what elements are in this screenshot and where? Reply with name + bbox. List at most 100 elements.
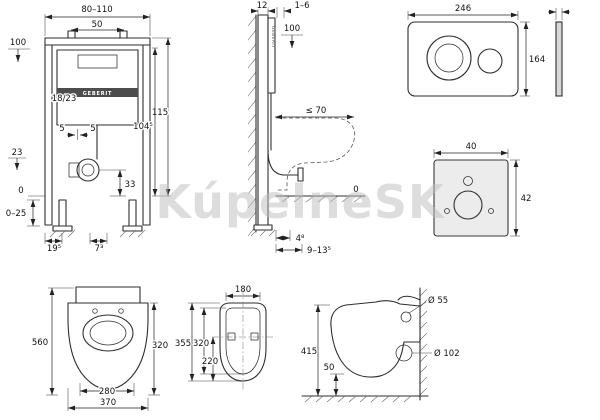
dim-wc-width: 370 (67, 388, 149, 411)
flush-plate-view: 246 164 (407, 3, 570, 97)
outlet-bend-inner (81, 163, 95, 177)
dim-label-anchor-spacing: 50 (92, 20, 103, 30)
flush-button-large (426, 35, 472, 81)
dim-label-wc-inner-width: 280 (99, 387, 115, 397)
dim-bottom-range: 9–13⁵ (275, 244, 332, 257)
dim-label-rim-height: 415 (301, 347, 317, 357)
dim-label-seat-a: 355 (175, 339, 191, 349)
frame-rail-right (142, 44, 151, 226)
dim-label-wc-width: 370 (100, 398, 116, 408)
dim-seat-length-a: 355 (174, 302, 240, 382)
dim-plate-width: 246 (407, 3, 519, 20)
wc-lid-side (397, 295, 421, 301)
dim-rim-height: 415 (300, 304, 330, 396)
dim-frame-width-range: 80–110 (44, 4, 151, 36)
dim-label-width-range: 80–110 (81, 5, 112, 15)
pad-inlet-hole (463, 176, 473, 186)
wall-hatch-wc (419, 288, 428, 396)
pad-bolt-hole-right (488, 208, 494, 214)
dim-outlet-distance: 4⁸ (275, 230, 306, 245)
frame-structure: GEBERIT (44, 30, 151, 232)
foot-left (58, 199, 67, 227)
dim-label-seat-b: 320 (193, 339, 209, 349)
outlet-pipe-side (267, 149, 299, 176)
outlet-bend (76, 158, 100, 182)
dim-label-frame-height: 104⁵ (133, 122, 153, 132)
seat-hinge-right (118, 308, 124, 314)
wc-rim-outer (82, 314, 134, 352)
dim-label-ref-height: 100 (10, 38, 26, 48)
dim-label-foot-a: 19⁵ (47, 244, 61, 254)
dim-floor-level-front: 0 (17, 185, 45, 197)
fixing-hole-right (250, 332, 259, 341)
dim-seat-length-c: 220 (201, 337, 219, 381)
brand-label-side: GEBERIT (270, 26, 276, 48)
watermark: KúpelneSK (155, 175, 446, 229)
dim-outlet-height: 33 (99, 169, 137, 197)
wc-tank-cover (75, 286, 141, 304)
dim-label-outlet-diameter: Ø 102 (434, 348, 460, 359)
dim-pad-width: 40 (433, 141, 509, 158)
pad-outlet-hole (453, 190, 483, 220)
seat-hinge-left (92, 308, 98, 314)
dim-label-foot-adjust: 0–25 (6, 209, 26, 219)
dim-wc-depth: ≤ 70 (275, 105, 354, 120)
flush-button-large-inner (434, 43, 464, 73)
dim-outlet-offset: 23 (8, 147, 26, 170)
dim-label-floor-zero-side: 0 (353, 185, 358, 195)
dim-ref-height-side: 100 (281, 23, 303, 48)
dim-label-outlet-height: 33 (125, 180, 136, 190)
frame-front-view: 80–110 50 100 GEBERIT (4, 4, 171, 255)
dim-label-ref-height-side: 100 (284, 24, 300, 34)
outlet-cap (297, 167, 304, 182)
dim-label-wc-depth: ≤ 70 (306, 106, 327, 116)
dim-label-wc-height: 560 (32, 338, 48, 348)
dim-foot-b: 7³ (89, 233, 108, 255)
dim-label-clearance: 50 (324, 363, 335, 373)
dim-ref-height-front: 100 (8, 37, 30, 62)
dim-outlet-diameter: Ø 102 (412, 347, 461, 360)
dim-label-pad-width: 40 (466, 142, 477, 152)
wc-side-view: Ø 55 Ø 102 415 50 (300, 287, 461, 403)
flush-button-small (477, 48, 503, 74)
wc-front-view: 560 320 280 370 (31, 286, 169, 411)
dim-label-bottom-a: 4⁸ (296, 234, 305, 244)
dim-plate-thickness (548, 8, 570, 20)
dim-label-bottom-b: 9–13⁵ (307, 246, 331, 256)
base-hatch-side (250, 229, 276, 237)
dim-label-profile-depth: 12 (257, 1, 268, 11)
dim-label-wc-depth: 320 (152, 341, 168, 351)
dim-frame-height: 104⁵ (132, 47, 158, 196)
dim-pad-height: 42 (510, 159, 533, 237)
pad-bolt-hole-left (444, 208, 450, 214)
dim-label-foot-b: 7³ (95, 244, 104, 254)
base-plate-left (52, 225, 73, 232)
dim-seat-length-b: 320 (192, 307, 243, 375)
brand-band (57, 88, 138, 97)
dim-label-pad-height: 42 (521, 194, 532, 204)
cistern (56, 49, 139, 126)
dim-label-total-height: 115 (152, 108, 168, 118)
dim-clearance: 50 (322, 362, 344, 396)
flush-plate-side-profile (555, 21, 563, 97)
wc-outline-dashed (276, 117, 356, 191)
wc-rim-inner (89, 320, 127, 346)
wall-anchor-left (67, 30, 76, 39)
flush-valve (77, 54, 118, 69)
brand-label-front: GEBERIT (83, 91, 112, 97)
base-plate-side (253, 224, 273, 231)
floor-hatch-front (49, 229, 146, 238)
sound-insulation-view: 40 42 (433, 141, 533, 237)
frame-top-bar (44, 37, 151, 46)
dim-label-rod-left: 5 (59, 124, 64, 134)
frame-side-view: GEBERIT 12 1–6 (247, 0, 366, 257)
outlet-bracket (68, 162, 80, 178)
dim-foot-a: 19⁵ (44, 233, 62, 255)
seat-outline-inner (225, 307, 261, 375)
dim-foot-adjustment: 0–25 (4, 199, 40, 227)
dim-plate-height: 164 (520, 21, 546, 97)
dim-wc-inner-width: 280 (79, 383, 135, 398)
inlet-port (400, 311, 412, 323)
